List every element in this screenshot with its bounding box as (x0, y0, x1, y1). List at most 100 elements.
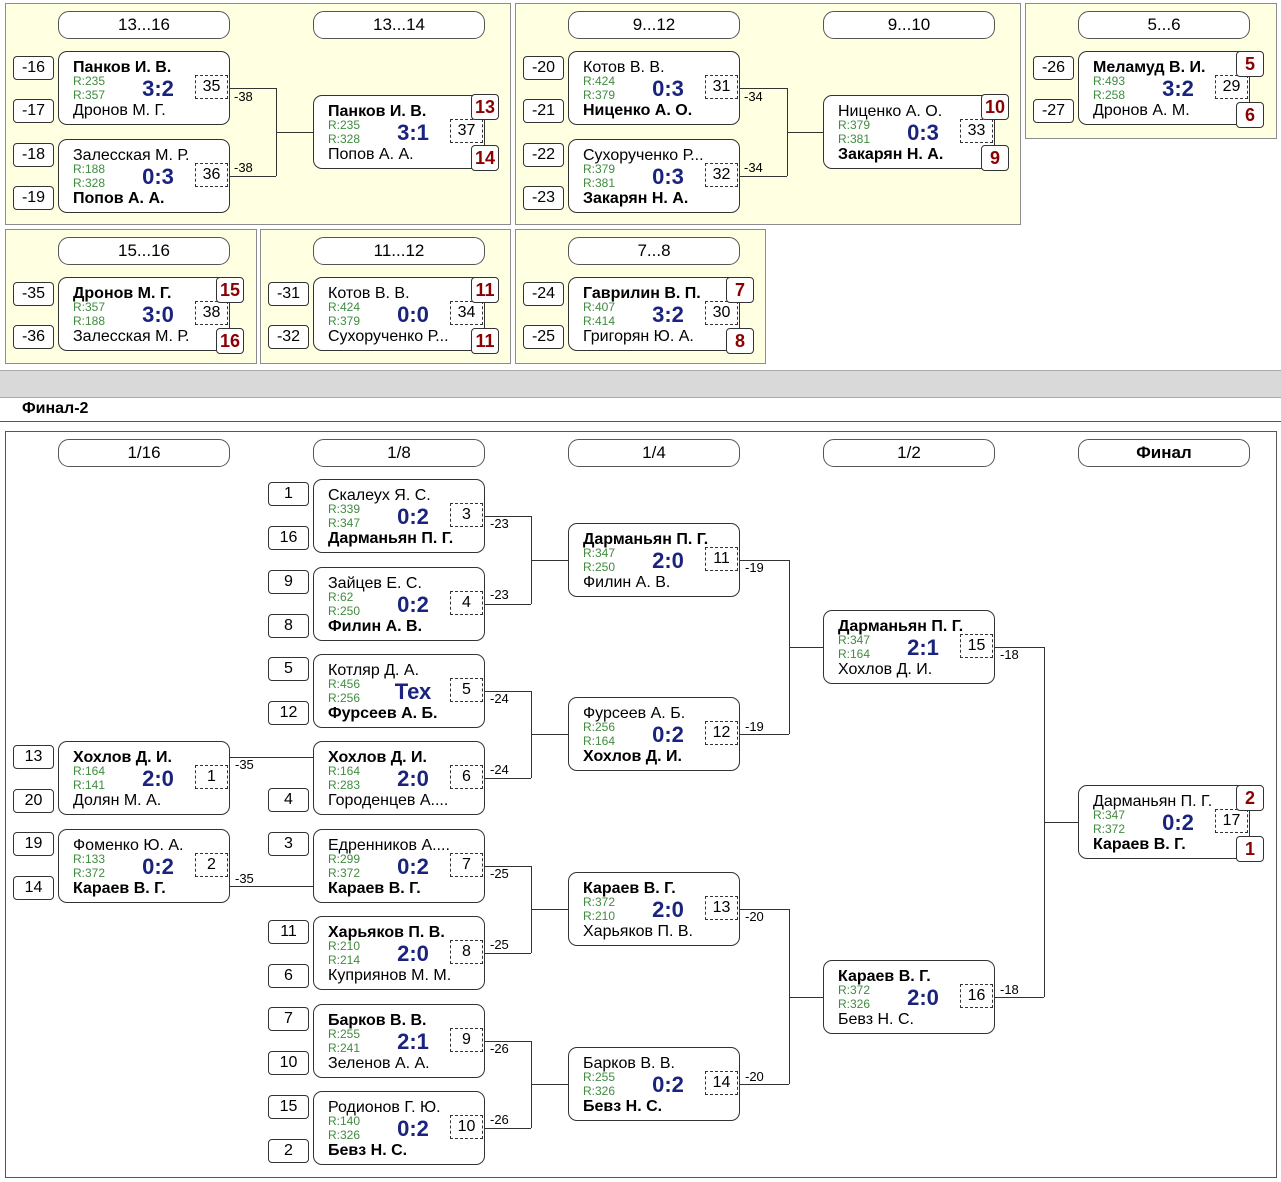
player-top: Дарманьян П. Г. (838, 618, 964, 635)
match-box[interactable]: Котов В. В. R:424 R:379 0:0 34 Сухоручен… (313, 277, 485, 351)
seed-box: -18 (13, 143, 54, 167)
match-number: 36 (195, 163, 228, 187)
match-number: 30 (705, 301, 738, 325)
match-score: 2:0 (397, 941, 429, 966)
match-box[interactable]: Хохлов Д. И. R:164 R:283 2:0 6 Городенце… (313, 741, 485, 815)
match-box[interactable]: Панков И. В. R:235 R:357 3:2 35 Дронов М… (58, 51, 230, 125)
connector (230, 176, 276, 177)
match-box[interactable]: Залесская М. Р. R:188 R:328 0:3 36 Попов… (58, 139, 230, 213)
place-badge: 2 (1236, 785, 1264, 811)
match-box[interactable]: Фоменко Ю. А. R:133 R:372 0:2 2 Караев В… (58, 829, 230, 903)
connector (995, 647, 1044, 648)
player-top: Едренников А.... (328, 837, 450, 854)
rating-top: R:140 (328, 1114, 361, 1128)
match-box[interactable]: Барков В. В. R:255 R:241 2:1 9 Зеленов А… (313, 1004, 485, 1078)
match-box[interactable]: Дарманьян П. Г. R:347 R:372 0:2 17 Карае… (1078, 785, 1250, 859)
connector-label: -38 (234, 160, 253, 175)
player-bottom: Дронов М. Г. (73, 102, 166, 119)
match-number: 4 (450, 591, 483, 615)
match-box[interactable]: Барков В. В. R:255 R:326 0:2 14 Бевз Н. … (568, 1047, 740, 1121)
round-header: 1/2 (823, 439, 995, 467)
rating-top: R:379 (838, 118, 871, 132)
player-bottom: Куприянов М. М. (328, 967, 452, 984)
match-score: 0:2 (397, 854, 429, 879)
match-box[interactable]: Едренников А.... R:299 R:372 0:2 7 Карае… (313, 829, 485, 903)
match-box[interactable]: Панков И. В. R:235 R:328 3:1 37 Попов А.… (313, 95, 485, 169)
match-box[interactable]: Котов В. В. R:424 R:379 0:3 31 Ниценко А… (568, 51, 740, 125)
round-header: 1/4 (568, 439, 740, 467)
place-badge: 13 (471, 94, 499, 120)
seed-box: -31 (268, 282, 309, 306)
seed-box: -25 (523, 325, 564, 349)
connector (740, 560, 789, 561)
round-header: 15...16 (58, 237, 230, 265)
seed-box: 6 (268, 964, 309, 988)
match-score: 0:2 (397, 592, 429, 617)
rating-top: R:493 (1093, 74, 1126, 88)
player-bottom: Фурсеев А. Б. (328, 705, 438, 722)
match-box[interactable]: Караев В. Г. R:372 R:210 2:0 13 Харьяков… (568, 872, 740, 946)
match-box[interactable]: Котляр Д. А. R:456 R:256 Тех 5 Фурсеев А… (313, 654, 485, 728)
connector (531, 909, 568, 910)
round-header: 9...12 (568, 11, 740, 39)
connector (485, 604, 531, 605)
round-header: 11...12 (313, 237, 485, 265)
round-header: Финал (1078, 439, 1250, 467)
match-box[interactable]: Ниценко А. О. R:379 R:381 0:3 33 Закарян… (823, 95, 995, 169)
connector (230, 88, 276, 89)
match-box[interactable]: Меламуд В. И. R:493 R:258 3:2 29 Дронов … (1078, 51, 1250, 125)
seed-box: -35 (13, 282, 54, 306)
connector (1044, 822, 1080, 823)
place-badge: 1 (1236, 836, 1264, 862)
match-score: 2:1 (907, 635, 939, 660)
connector-label: -34 (744, 160, 763, 175)
seed-box: 11 (268, 920, 309, 944)
match-box[interactable]: Скалеух Я. С. R:339 R:347 0:2 3 Дарманья… (313, 479, 485, 553)
rating-top: R:188 (73, 162, 106, 176)
match-box[interactable]: Хохлов Д. И. R:164 R:141 2:0 1 Долян М. … (58, 741, 230, 815)
player-bottom: Сухорученко Р... (328, 328, 449, 345)
connector (789, 997, 823, 998)
connector-label: -26 (490, 1041, 509, 1056)
connector-label: -35 (235, 871, 254, 886)
match-box[interactable]: Гаврилин В. П. R:407 R:414 3:2 30 Григор… (568, 277, 740, 351)
rating-bottom: R:328 (73, 176, 106, 190)
place-badge: 7 (726, 277, 754, 303)
round-header: 13...16 (58, 11, 230, 39)
seed-box: -27 (1033, 99, 1074, 123)
seed-box: -22 (523, 143, 564, 167)
rating-bottom: R:258 (1093, 88, 1126, 102)
match-number: 10 (450, 1115, 483, 1139)
rating-top: R:255 (328, 1027, 361, 1041)
match-box[interactable]: Караев В. Г. R:372 R:326 2:0 16 Бевз Н. … (823, 960, 995, 1034)
rating-bottom: R:164 (583, 734, 616, 748)
rating-top: R:407 (583, 300, 616, 314)
place-badge: 10 (981, 94, 1009, 120)
player-top: Ниценко А. О. (838, 103, 943, 120)
rating-bottom: R:141 (73, 778, 106, 792)
match-box[interactable]: Дронов М. Г. R:357 R:188 3:0 38 Залесска… (58, 277, 230, 351)
match-box[interactable]: Харьяков П. В. R:210 R:214 2:0 8 Куприян… (313, 916, 485, 990)
player-bottom: Зеленов А. А. (328, 1055, 430, 1072)
player-bottom: Залесская М. Р. (73, 328, 190, 345)
round-header: 9...10 (823, 11, 995, 39)
rating-top: R:347 (838, 633, 871, 647)
player-bottom: Караев В. Г. (1093, 836, 1186, 853)
connector (740, 734, 789, 735)
match-box[interactable]: Дарманьян П. Г. R:347 R:164 2:1 15 Хохло… (823, 610, 995, 684)
connector-label: -38 (234, 89, 253, 104)
seed-box: 9 (268, 570, 309, 594)
rating-top: R:62 (328, 590, 354, 604)
rating-top: R:164 (73, 764, 106, 778)
match-box[interactable]: Зайцев Е. С. R:62 R:250 0:2 4 Филин А. В… (313, 567, 485, 641)
match-score: 3:1 (397, 120, 429, 145)
match-box[interactable]: Родионов Г. Ю. R:140 R:326 0:2 10 Бевз Н… (313, 1091, 485, 1165)
connector-label: -23 (490, 587, 509, 602)
match-box[interactable]: Дарманьян П. Г. R:347 R:250 2:0 11 Филин… (568, 523, 740, 597)
match-box[interactable]: Фурсеев А. Б. R:256 R:164 0:2 12 Хохлов … (568, 697, 740, 771)
match-box[interactable]: Сухорученко Р... R:379 R:381 0:3 32 Зака… (568, 139, 740, 213)
seed-box: -24 (523, 282, 564, 306)
place-badge: 11 (471, 328, 499, 354)
connector (531, 560, 568, 561)
player-bottom: Закарян Н. А. (838, 146, 944, 163)
